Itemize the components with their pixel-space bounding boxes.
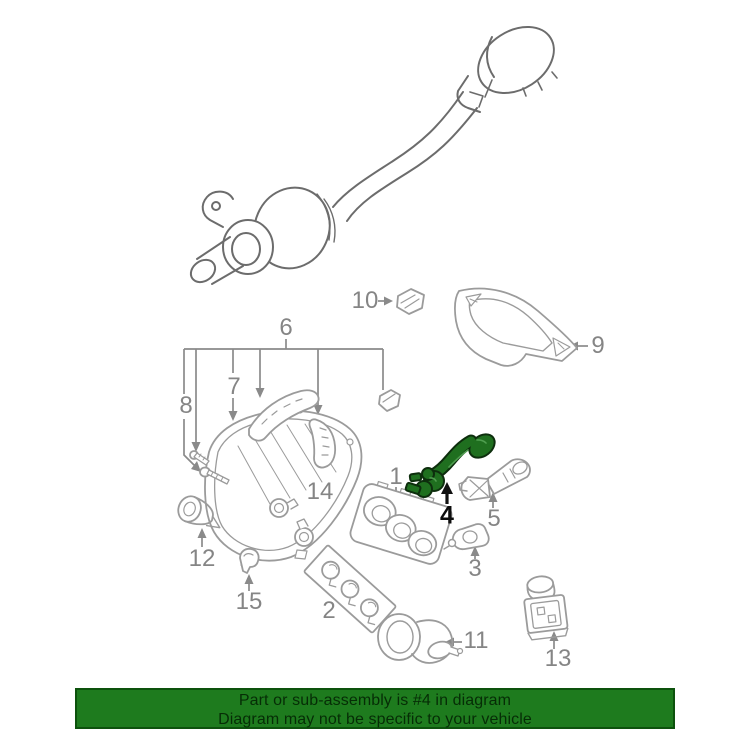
part-1-control-panel-drawing <box>349 480 453 565</box>
part-label-14: 14 <box>306 478 334 505</box>
part-11-duct-drawing <box>377 613 464 664</box>
part-label-9: 9 <box>591 332 605 359</box>
highlight-arrow <box>441 482 453 504</box>
part-label-7: 7 <box>227 373 241 400</box>
part-15-knob-drawing <box>239 547 260 574</box>
part-label-11: 11 <box>463 627 489 654</box>
part-label-12: 12 <box>188 545 216 572</box>
bracket-clip-drawing <box>378 389 401 412</box>
part-label-13: 13 <box>544 645 572 672</box>
parts-line-art <box>177 287 578 664</box>
cluster-hood-drawing <box>204 406 363 567</box>
part-5-lever-drawing <box>458 458 531 501</box>
trim-strip-a-drawing <box>248 389 320 442</box>
part-9-trim-panel-drawing <box>454 287 578 367</box>
part-12-socket-drawing <box>177 495 221 529</box>
part-label-6: 6 <box>279 314 293 341</box>
part-label-15: 15 <box>235 588 263 615</box>
part-3-clamp-drawing <box>443 523 490 551</box>
part-label-5: 5 <box>487 505 501 532</box>
part-label-1: 1 <box>389 463 403 490</box>
part-label-4-highlighted: 4 <box>440 501 454 530</box>
part-label-10: 10 <box>351 287 379 314</box>
part-label-8: 8 <box>179 392 193 419</box>
part-13-switch-drawing <box>523 575 569 641</box>
part-10-clip-drawing <box>396 288 425 315</box>
trim-strip-b-drawing <box>308 418 337 469</box>
part-8-screws-drawing <box>189 450 230 485</box>
part-label-3: 3 <box>468 555 482 582</box>
banner-line-2: Diagram may not be specific to your vehi… <box>218 711 532 728</box>
part-2-knob-plate-drawing <box>303 544 397 634</box>
highlight-banner: Part or sub-assembly is #4 in diagram Di… <box>75 688 675 729</box>
part-4-highlighted-lever-drawing <box>404 433 496 498</box>
part-14-bulbs-drawing <box>269 498 314 547</box>
shift-lever-assembly-drawing <box>189 25 558 285</box>
banner-line-1: Part or sub-assembly is #4 in diagram <box>238 692 512 709</box>
part-label-2: 2 <box>322 597 336 624</box>
